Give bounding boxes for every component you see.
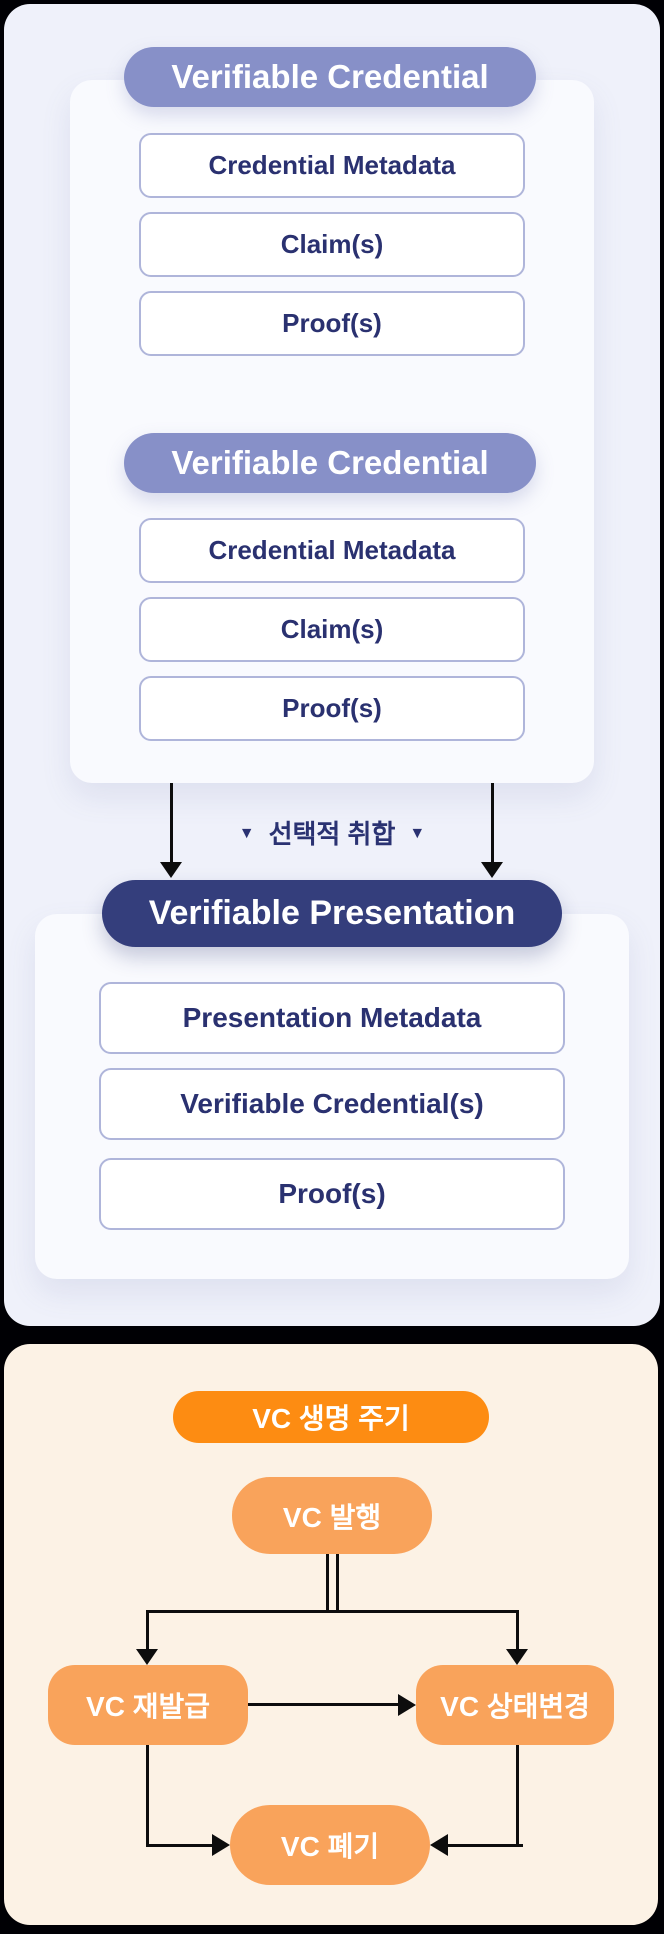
vc-structure-panel: Credential Metadata Claim(s) Proof(s) Cr… <box>4 4 660 1326</box>
connector-line <box>516 1610 519 1650</box>
arrow-down-icon <box>136 1649 158 1665</box>
connector-line <box>516 1745 519 1847</box>
credential-metadata-box: Credential Metadata <box>139 518 525 583</box>
arrow-down-icon <box>481 862 503 878</box>
proofs-box: Proof(s) <box>139 291 525 356</box>
vc-reissue-node: VC 재발급 <box>48 1665 248 1745</box>
down-triangle-icon: ▼ <box>238 824 255 842</box>
connector-line <box>170 783 173 862</box>
presentation-metadata-box: Presentation Metadata <box>99 982 565 1054</box>
arrow-right-icon <box>212 1834 230 1856</box>
arrow-right-icon <box>398 1694 416 1716</box>
connector-line <box>146 1610 149 1650</box>
claims-box: Claim(s) <box>139 212 525 277</box>
vc-card: Credential Metadata Claim(s) Proof(s) Cr… <box>70 80 594 783</box>
connector-line <box>491 783 494 862</box>
connector-line <box>326 1554 329 1611</box>
vc-issue-node: VC 발행 <box>232 1477 432 1554</box>
down-triangle-icon: ▼ <box>409 824 426 842</box>
arrow-down-icon <box>506 1649 528 1665</box>
connector-line <box>336 1554 339 1611</box>
vp-proofs-box: Proof(s) <box>99 1158 565 1230</box>
selective-aggregation-label: ▼ 선택적 취합 ▼ <box>4 814 660 851</box>
vc-lifecycle-title-pill: VC 생명 주기 <box>173 1391 489 1443</box>
connector-line <box>146 1610 519 1613</box>
vc-revoke-node: VC 폐기 <box>230 1805 430 1885</box>
vc-lifecycle-panel: VC 생명 주기 VC 발행 VC 재발급 VC 상태변경 VC 폐기 <box>4 1344 658 1925</box>
claims-box: Claim(s) <box>139 597 525 662</box>
verifiable-credential-pill: Verifiable Credential <box>124 47 536 107</box>
arrow-left-icon <box>430 1834 448 1856</box>
arrow-down-icon <box>160 862 182 878</box>
verifiable-presentation-pill: Verifiable Presentation <box>102 880 562 947</box>
proofs-box: Proof(s) <box>139 676 525 741</box>
verifiable-credentials-box: Verifiable Credential(s) <box>99 1068 565 1140</box>
connector-line <box>146 1844 216 1847</box>
vc-status-change-node: VC 상태변경 <box>416 1665 614 1745</box>
verifiable-credential-pill: Verifiable Credential <box>124 433 536 493</box>
connector-line <box>448 1844 523 1847</box>
connector-line <box>248 1703 398 1706</box>
vp-card: Presentation Metadata Verifiable Credent… <box>35 914 629 1279</box>
credential-metadata-box: Credential Metadata <box>139 133 525 198</box>
selective-aggregation-text: 선택적 취합 <box>268 819 396 849</box>
connector-line <box>146 1745 149 1847</box>
